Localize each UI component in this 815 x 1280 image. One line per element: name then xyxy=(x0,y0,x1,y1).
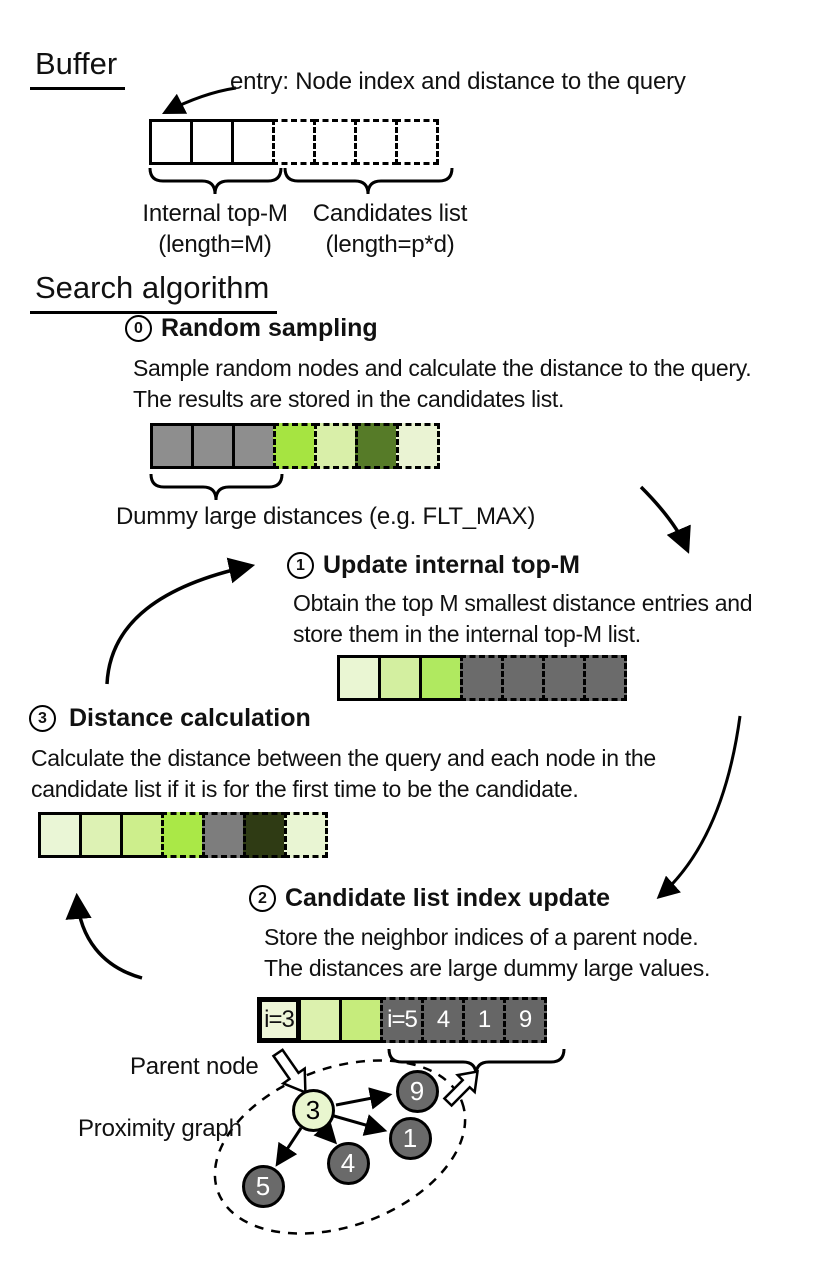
buffer-cell xyxy=(38,812,82,858)
buffer-cell xyxy=(313,119,357,165)
step3-body-line1: Calculate the distance between the query… xyxy=(31,745,656,771)
step0-number-icon: 0 xyxy=(125,315,152,342)
buffer-cell xyxy=(314,423,358,469)
brace-internal-topm xyxy=(148,167,283,195)
label-internal-topm: Internal top-M xyxy=(142,200,288,227)
graph-node-5-label: 5 xyxy=(255,1170,271,1201)
graph-node-4-label: 4 xyxy=(340,1147,356,1178)
graph-node-9: 9 xyxy=(395,1069,439,1113)
buffer-cell xyxy=(419,655,463,701)
parent-node-hollow-arrow xyxy=(271,1048,307,1095)
step2-body-line1: Store the neighbor indices of a parent n… xyxy=(264,924,699,950)
buffer-cell xyxy=(583,655,627,701)
arrow-step1-to-step2 xyxy=(656,715,742,899)
step1-row xyxy=(337,655,627,701)
search-algorithm-title: Search algorithm xyxy=(30,270,278,314)
buffer-cell xyxy=(202,812,246,858)
buffer-cell: 9 xyxy=(503,997,547,1043)
parent-node-label: Parent node xyxy=(130,1053,259,1080)
step1-title: Update internal top-M xyxy=(323,551,580,579)
label-candidates-length: (length=p*d) xyxy=(325,231,455,258)
buffer-cell xyxy=(354,119,398,165)
buffer-cell xyxy=(161,812,205,858)
buffer-cell xyxy=(339,997,383,1043)
step0-heading: 0 Random sampling xyxy=(125,314,378,343)
buffer-cell xyxy=(396,423,440,469)
entry-note: entry: Node index and distance to the qu… xyxy=(230,68,686,95)
buffer-cell: 4 xyxy=(421,997,465,1043)
step3-body-line2: candidate list if it is for the first ti… xyxy=(31,776,579,802)
brace-dummy-distances xyxy=(149,473,284,501)
label-candidates-list: Candidates list xyxy=(312,200,468,227)
step0-body-line1: Sample random nodes and calculate the di… xyxy=(133,355,752,381)
buffer-cell: i=3 xyxy=(257,997,301,1043)
buffer-cell xyxy=(150,423,194,469)
step3-title: Distance calculation xyxy=(69,704,311,732)
buffer-cell xyxy=(149,119,193,165)
buffer-cell xyxy=(542,655,586,701)
dummy-distances-label: Dummy large distances (e.g. FLT_MAX) xyxy=(116,503,536,530)
step3-number-icon: 3 xyxy=(29,705,56,732)
buffer-cell xyxy=(298,997,342,1043)
graph-node-1: 1 xyxy=(388,1116,432,1160)
step2-heading: 2 Candidate list index update xyxy=(249,884,610,913)
step1-body-line2: store them in the internal top-M list. xyxy=(293,621,641,647)
edge-3-to-4 xyxy=(313,1120,338,1145)
arrow-step2-to-step3 xyxy=(65,892,143,980)
graph-node-5: 5 xyxy=(241,1164,285,1208)
buffer-row xyxy=(149,119,439,165)
buffer-cell xyxy=(273,423,317,469)
buffer-cell xyxy=(190,119,234,165)
buffer-cell xyxy=(191,423,235,469)
edge-3-to-1 xyxy=(333,1114,388,1136)
edge-3-to-5 xyxy=(275,1127,303,1167)
buffer-cell: 1 xyxy=(462,997,506,1043)
graph-node-1-label: 1 xyxy=(402,1122,418,1153)
buffer-cell xyxy=(501,655,545,701)
step0-title: Random sampling xyxy=(161,314,378,342)
label-internal-topm-length: (length=M) xyxy=(158,231,272,258)
step1-number-icon: 1 xyxy=(287,552,314,579)
graph-node-4: 4 xyxy=(326,1141,370,1185)
step1-heading: 1 Update internal top-M xyxy=(287,551,580,580)
step3-heading: 3 Distance calculation xyxy=(29,704,311,733)
step2-body-line2: The distances are large dummy large valu… xyxy=(264,955,711,981)
buffer-cell xyxy=(337,655,381,701)
step0-body-line2: The results are stored in the candidates… xyxy=(133,386,565,412)
proximity-graph-label: Proximity graph xyxy=(78,1115,242,1142)
brace-candidates-list xyxy=(283,167,454,195)
buffer-cell xyxy=(272,119,316,165)
graph-to-list-hollow-arrow xyxy=(442,1069,479,1108)
graph-node-3-label: 3 xyxy=(305,1094,321,1125)
step0-row xyxy=(150,423,440,469)
buffer-cell xyxy=(355,423,399,469)
step3-row xyxy=(38,812,328,858)
buffer-cell xyxy=(284,812,328,858)
step2-number-icon: 2 xyxy=(249,885,276,912)
buffer-cell xyxy=(243,812,287,858)
buffer-cell xyxy=(79,812,123,858)
graph-node-3: 3 xyxy=(291,1088,335,1132)
entry-pointer-arrow xyxy=(161,86,237,115)
step1-body-line1: Obtain the top M smallest distance entri… xyxy=(293,590,753,616)
buffer-title: Buffer xyxy=(30,46,126,90)
buffer-cell xyxy=(232,423,276,469)
step2-title: Candidate list index update xyxy=(285,884,611,912)
buffer-cell xyxy=(120,812,164,858)
buffer-cell: i=5 xyxy=(380,997,424,1043)
buffer-cell xyxy=(460,655,504,701)
buffer-cell xyxy=(378,655,422,701)
buffer-cell xyxy=(231,119,275,165)
graph-node-9-label: 9 xyxy=(409,1075,425,1106)
edge-3-to-9 xyxy=(335,1087,393,1110)
buffer-cell xyxy=(395,119,439,165)
arrow-step3-to-step1 xyxy=(105,557,256,685)
arrow-step0-to-step1 xyxy=(639,485,691,554)
